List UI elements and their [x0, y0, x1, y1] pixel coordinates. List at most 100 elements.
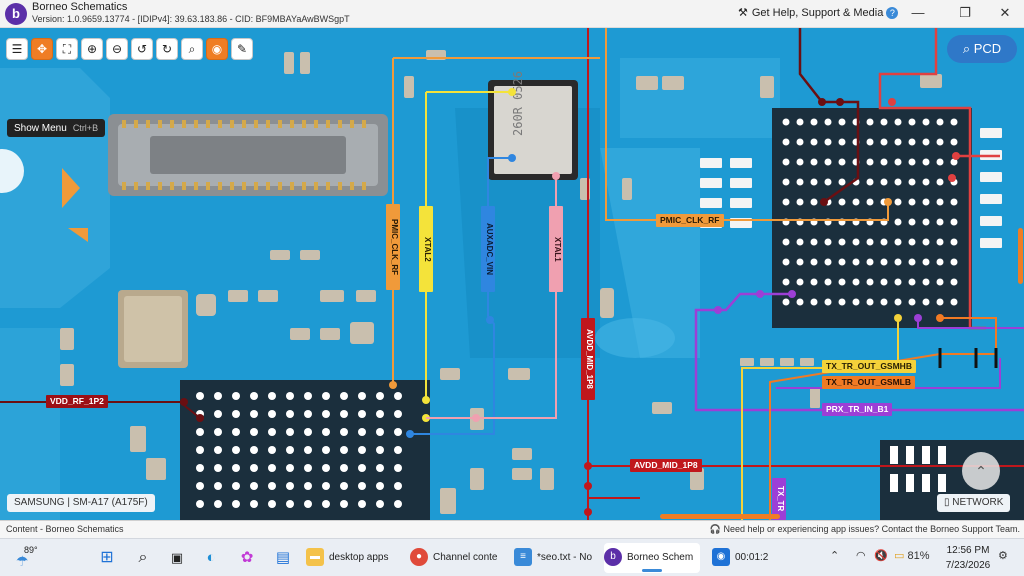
- fit-button[interactable]: ✥: [31, 38, 53, 60]
- edge-button[interactable]: ◐: [200, 547, 222, 569]
- search-button[interactable]: ⌕: [132, 547, 154, 569]
- weather-widget[interactable]: 89° ☂: [14, 543, 54, 573]
- status-left: Content - Borneo Schematics: [6, 524, 124, 534]
- chevron-up-icon: ⌃: [975, 463, 987, 479]
- search-icon: ⌕: [188, 42, 196, 56]
- status-bar: Content - Borneo Schematics 🎧 Need help …: [0, 520, 1024, 538]
- support-text: Need help or experiencing app issues? Co…: [723, 524, 1020, 534]
- mouse-button[interactable]: ◉: [206, 38, 228, 60]
- rotate-left-button[interactable]: ↺: [131, 38, 153, 60]
- menu-button[interactable]: ☰: [6, 38, 28, 60]
- notepad-icon: ≡: [514, 548, 532, 567]
- vertical-scroll-thumb[interactable]: [1018, 228, 1023, 284]
- support-message[interactable]: 🎧 Need help or experiencing app issues? …: [710, 521, 1020, 538]
- taskbar-app-recorder[interactable]: ◉ 00:01:2: [712, 543, 782, 573]
- taskbar-app-label: *seo.txt - No: [537, 552, 593, 563]
- taskbar-clock[interactable]: 12:56 PM 7/23/2026: [942, 543, 994, 573]
- borneo-logo-icon: b: [5, 3, 27, 25]
- zoom-in-icon: ⊕: [86, 42, 98, 56]
- net-label-tx-tr[interactable]: TX_TR: [772, 478, 786, 520]
- active-app-indicator: [642, 569, 662, 572]
- clock-time: 12:56 PM: [946, 545, 990, 556]
- recorder-icon: ◉: [712, 548, 730, 567]
- zoom-in-button[interactable]: ⊕: [81, 38, 103, 60]
- tooltip-shortcut: Ctrl+B: [72, 123, 99, 133]
- taskbar-app-label: Borneo Schem: [627, 552, 694, 563]
- taskbar-app-chrome[interactable]: ●Channel conte: [410, 543, 508, 573]
- net-label-xtal1[interactable]: XTAL1: [549, 206, 563, 292]
- menu-icon: ☰: [11, 42, 23, 56]
- mouse-icon: ◉: [211, 42, 223, 56]
- folder-icon: ▬: [306, 548, 324, 567]
- device-label: SAMSUNG | SM-A17 (A175F): [7, 494, 155, 512]
- search-icon: ⌕: [138, 549, 148, 566]
- edge-icon: ◐: [206, 549, 216, 566]
- search-button[interactable]: ⌕: [181, 38, 203, 60]
- schematic-viewer[interactable]: 260R 0526: [0, 28, 1024, 520]
- taskbar-app-label: 00:01:2: [735, 552, 769, 563]
- taskbar-app-label: desktop apps: [329, 552, 389, 563]
- close-button[interactable]: ✕: [999, 5, 1011, 20]
- fullscreen-icon: ⛶: [62, 42, 72, 56]
- store-icon: ▤: [275, 549, 291, 566]
- net-label-tx-tr-out-gsmlb[interactable]: TX_TR_OUT_GSMLB: [822, 376, 916, 389]
- wifi-icon[interactable]: ◠: [856, 550, 866, 562]
- magic-pen-button[interactable]: ✎: [231, 38, 253, 60]
- chrome-icon: ●: [410, 548, 428, 567]
- taskbar-app-desktop-apps[interactable]: ▬ desktop apps: [306, 543, 404, 573]
- net-label-avdd-mid-1p8[interactable]: AVDD_MID_1P8: [630, 459, 702, 472]
- clock-date: 7/23/2026: [945, 560, 991, 571]
- volume-muted-icon[interactable]: 🔇: [874, 550, 888, 562]
- borneo-icon: b: [604, 548, 622, 567]
- store-button[interactable]: ▤: [272, 547, 294, 569]
- battery-icon: ▭: [894, 550, 905, 562]
- magic-pen-icon: ✎: [236, 42, 248, 56]
- version-line: Version: 1.0.9659.13774 - [IDIPv4]: 39.6…: [32, 14, 350, 24]
- net-label-xtal2[interactable]: XTAL2: [419, 206, 433, 292]
- help-question-icon: ?: [886, 7, 899, 19]
- taskbar-app-notepad[interactable]: ≡ *seo.txt - No: [514, 543, 600, 573]
- fit-icon: ✥: [36, 42, 48, 56]
- scroll-to-top-button[interactable]: ⌃: [962, 452, 1000, 490]
- tooltip-text: Show Menu: [14, 123, 67, 134]
- network-icon: ▯: [944, 497, 953, 508]
- rotate-right-icon: ↻: [161, 42, 173, 56]
- notification-icon[interactable]: ⚙: [998, 550, 1008, 562]
- show-menu-tooltip: Show Menu Ctrl+B: [7, 119, 106, 137]
- pcd-button[interactable]: ⌕ PCD: [947, 35, 1017, 63]
- pcd-label: PCD: [973, 41, 1002, 56]
- horizontal-scroll-thumb[interactable]: [660, 514, 780, 519]
- net-label-vdd-rf-1p2[interactable]: VDD_RF_1P2: [46, 395, 108, 408]
- zoom-out-button[interactable]: ⊖: [106, 38, 128, 60]
- title-bar: b Borneo Schematics Version: 1.0.9659.13…: [0, 0, 1024, 28]
- net-label-pmic-clk-rf-vertical[interactable]: PMIC_CLK_RF: [386, 204, 400, 290]
- rotate-right-button[interactable]: ↻: [156, 38, 178, 60]
- battery-indicator[interactable]: ▭ 81%: [894, 549, 930, 562]
- task-view-icon: ▣: [170, 550, 184, 565]
- start-button[interactable]: ⊞: [96, 547, 118, 569]
- windows-taskbar: 89° ☂ ⊞ ⌕ ▣ ◐ ✿ ▤ ▬ desktop apps ●Channel…: [0, 538, 1024, 576]
- task-view-button[interactable]: ▣: [166, 547, 188, 569]
- minimize-button[interactable]: —: [911, 5, 925, 20]
- net-label-pmic-clk-rf[interactable]: PMIC_CLK_RF: [656, 214, 724, 227]
- crystal-marking: 260R 0526: [511, 71, 525, 136]
- help-text: Get Help, Support & Media: [751, 7, 884, 19]
- net-label-prx-tr-in-b1[interactable]: PRX_TR_IN_B1: [822, 403, 893, 416]
- net-label-auxadc-vin[interactable]: AUXADC_VIN: [481, 206, 495, 292]
- help-support-link[interactable]: ⚒Get Help, Support & Media?: [738, 6, 899, 19]
- copilot-button[interactable]: ✿: [236, 547, 258, 569]
- vertical-scrollbar[interactable]: [1017, 28, 1024, 520]
- net-label-tx-tr-out-gsmhb[interactable]: TX_TR_OUT_GSMHB: [822, 360, 916, 373]
- pcb-board-image: 260R 0526: [0, 28, 1024, 520]
- rain-icon: ☂: [16, 553, 29, 569]
- fullscreen-button[interactable]: ⛶: [56, 38, 78, 60]
- tray-overflow-icon[interactable]: ⌃: [830, 550, 840, 562]
- search-icon: ⌕: [962, 41, 974, 56]
- network-button[interactable]: ▯ NETWORK: [937, 494, 1011, 512]
- rotate-left-icon: ↺: [136, 42, 148, 56]
- maximize-button[interactable]: ❐: [959, 5, 971, 20]
- net-label-avdd-mid-1p8-vertical[interactable]: AVDD_MID_1P8: [581, 318, 595, 400]
- battery-percent: 81%: [907, 550, 930, 562]
- taskbar-app-borneo[interactable]: b Borneo Schem: [604, 543, 700, 573]
